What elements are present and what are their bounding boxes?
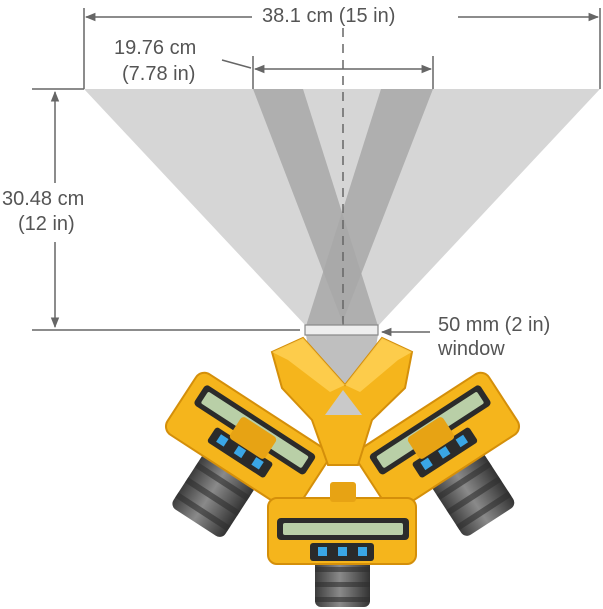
bottom-imager-module (267, 482, 417, 607)
scanner-device (164, 336, 521, 607)
inner-width-cm-label: 19.76 cm (114, 37, 197, 59)
inner-width-in-label: (7.78 in) (122, 63, 196, 85)
height-in-label: (12 in) (18, 213, 75, 235)
total-width-dimension (83, 8, 601, 89)
total-width-label: 38.1 cm (15 in) (262, 5, 396, 27)
inner-width-dimension (221, 56, 434, 89)
field-of-view-beams (84, 89, 600, 410)
scanner-body (229, 336, 455, 466)
height-dimension (32, 88, 300, 331)
right-inner-beam (306, 89, 433, 326)
window-size-label: 50 mm (2 in) (438, 314, 551, 336)
height-cm-label: 30.48 cm (2, 188, 85, 210)
outer-field-of-view (84, 89, 600, 326)
window-word-label: window (438, 338, 505, 360)
scanner-window (304, 324, 379, 336)
